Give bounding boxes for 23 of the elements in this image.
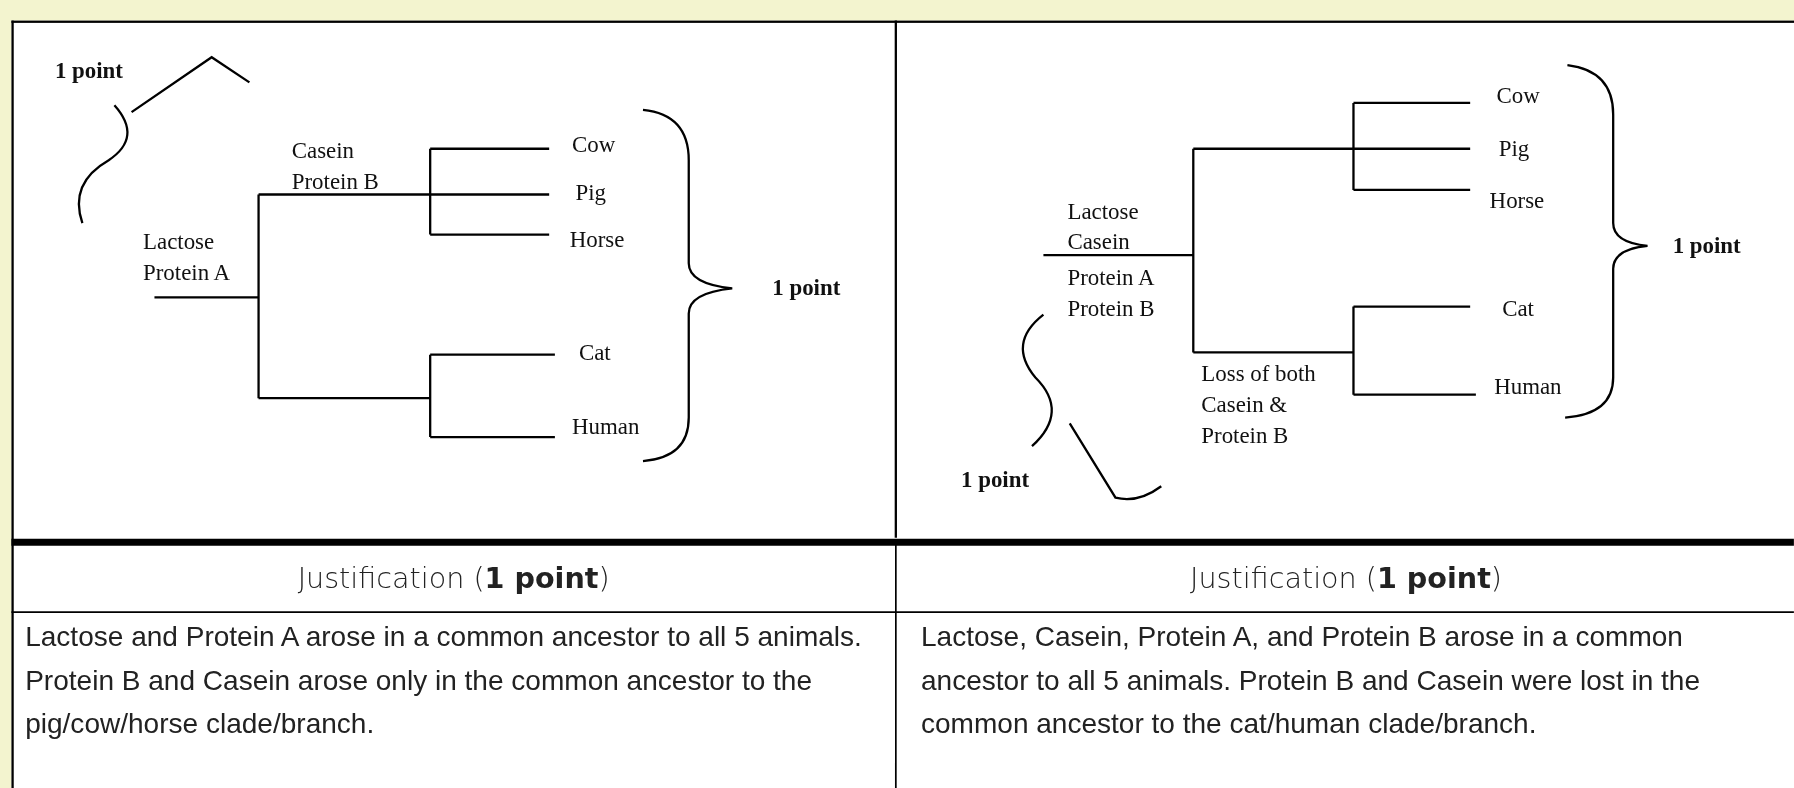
column-heading: Justification (1 point)	[1189, 560, 1503, 597]
taxon-label: Cow	[1496, 81, 1540, 110]
taxon-label: Cow	[572, 130, 616, 159]
taxon-label: Horse	[1489, 186, 1545, 215]
taxon-label: Cat	[578, 338, 611, 367]
taxon-label: Human	[1494, 372, 1562, 401]
trait-label: Protein A Protein B	[1067, 263, 1156, 323]
taxon-label: Cat	[1502, 294, 1534, 323]
trait-label: Lactose Casein	[1067, 196, 1140, 256]
taxon-label: Horse	[569, 225, 625, 254]
taxon-label: Pig	[575, 178, 606, 207]
point-label: 1 point	[961, 465, 1030, 494]
taxon-label: Pig	[1498, 134, 1530, 163]
trait-label: Loss of both Casein & Protein B	[1201, 359, 1317, 450]
trait-label: Casein Protein B	[291, 136, 380, 196]
justification-text: Lactose, Casein, Protein A, and Protein B arose in a common ancestor to all 5 animals. Protein B and Casein were lost in the common ancestor to the cat/human clade/branch.	[921, 620, 1702, 742]
point-label: 1 point	[1672, 231, 1741, 260]
column-heading: Justification (1 point)	[296, 560, 611, 597]
point-label: 1 point	[772, 273, 841, 302]
trait-label: Lactose Protein A	[143, 227, 232, 287]
justification-text: Lactose and Protein A arose in a common ancestor to all 5 animals. Protein B and Casein arose only in the common ancestor to the pig/cow/horse clade/branch.	[25, 620, 863, 742]
point-label: 1 point	[54, 56, 123, 85]
taxon-label: Human	[572, 412, 640, 441]
